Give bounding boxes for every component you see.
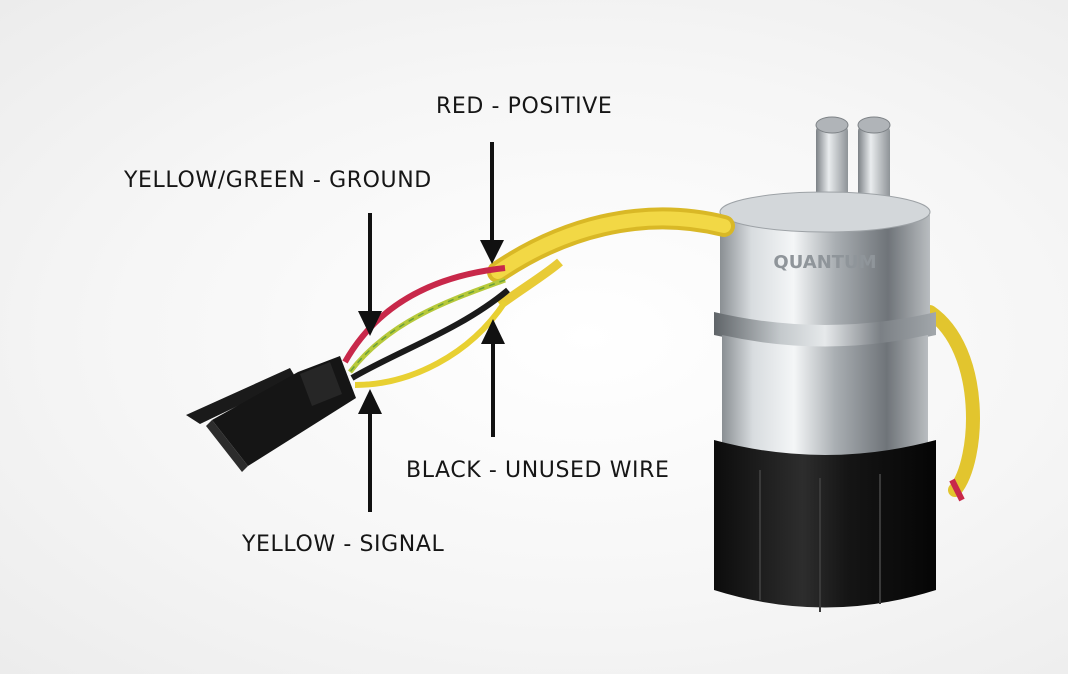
logo-text: QUANTUM	[773, 252, 876, 273]
outlet-nozzles	[815, 116, 891, 213]
arrow-yellow	[358, 389, 382, 512]
side-wire	[923, 305, 980, 497]
arrow-black	[481, 319, 505, 437]
wire-black	[350, 287, 510, 381]
label-red-positive: RED - POSITIVE	[436, 94, 613, 119]
arrow-red	[480, 142, 504, 264]
wire-yellow	[354, 300, 508, 388]
label-yellow-green-ground: YELLOW/GREEN - GROUND	[124, 168, 432, 193]
label-yellow-signal: YELLOW - SIGNAL	[242, 532, 445, 557]
pump-top-cap: QUANTUM	[719, 191, 931, 328]
label-black-unused: BLACK - UNUSED WIRE	[406, 458, 670, 483]
pump-body	[722, 335, 928, 465]
wire-red	[342, 265, 506, 364]
wire-connector	[186, 356, 356, 472]
pump-base	[714, 440, 936, 612]
arrow-yellow-green	[358, 213, 382, 336]
